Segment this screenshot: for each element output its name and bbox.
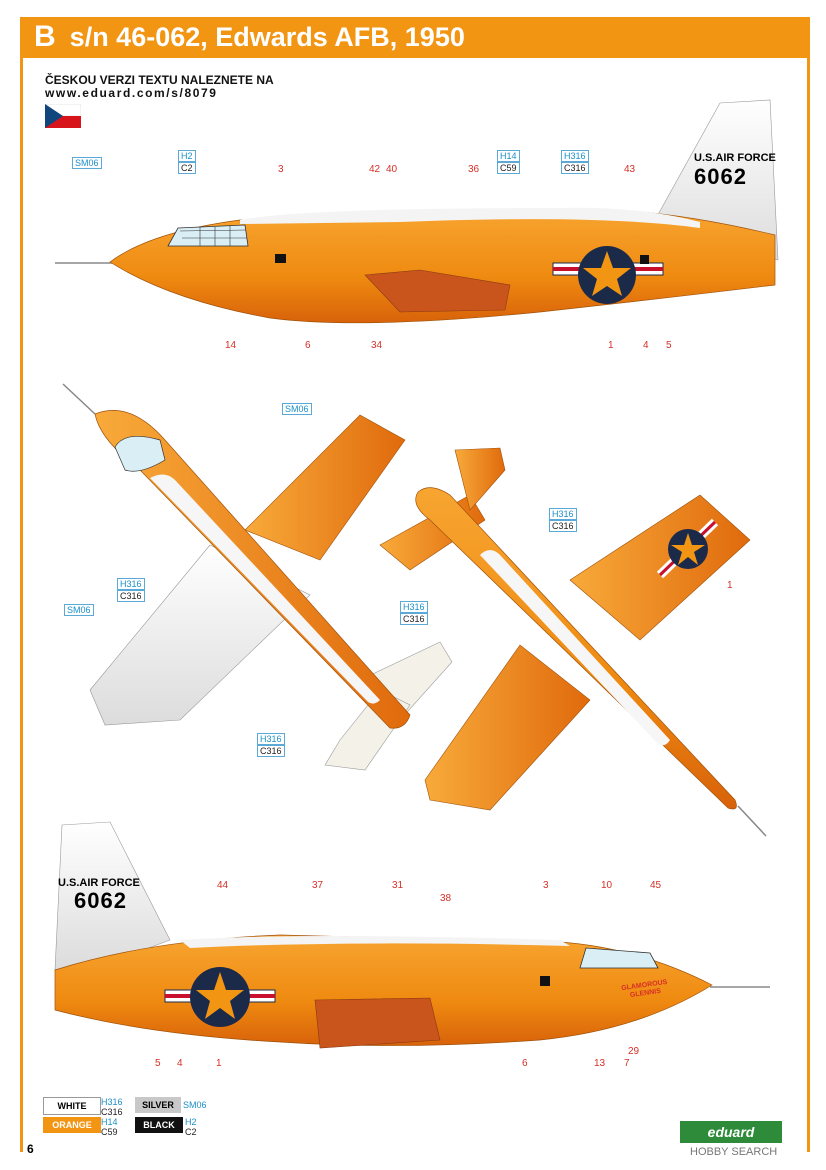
code-c316: C316 bbox=[400, 613, 428, 625]
code-h316: H316 bbox=[561, 150, 589, 162]
frame-right bbox=[807, 58, 810, 1152]
code-c316: C316 bbox=[101, 1107, 123, 1117]
callout-number: 13 bbox=[594, 1058, 606, 1069]
czech-note-line1: ČESKOU VERZI TEXTU NALEZNETE NA bbox=[45, 73, 274, 87]
code-sm06-plan: SM06 bbox=[282, 403, 312, 415]
code-sm06-top: SM06 bbox=[72, 157, 102, 169]
side-view-top bbox=[55, 99, 779, 324]
side-view-bottom bbox=[54, 821, 770, 1049]
profile-title: s/n 46-062, Edwards AFB, 1950 bbox=[69, 22, 465, 52]
code-h316: H316 bbox=[257, 733, 285, 745]
czech-url[interactable]: www.eduard.com/s/8079 bbox=[45, 86, 218, 100]
callout-number: 45 bbox=[650, 880, 662, 891]
frame-left bbox=[20, 58, 23, 1152]
watermark: HOBBY SEARCH bbox=[690, 1146, 778, 1158]
callout-number: 43 bbox=[624, 164, 636, 175]
czech-flag-icon bbox=[45, 104, 81, 128]
legend-orange-codes: H14 C59 bbox=[101, 1117, 118, 1137]
code-h316: H316 bbox=[400, 601, 428, 613]
code-c316: C316 bbox=[561, 162, 589, 174]
callout-number: 29 bbox=[628, 1046, 640, 1057]
callout-number: 10 bbox=[601, 880, 613, 891]
code-h14: H14 bbox=[497, 150, 520, 162]
code-h316: H316 bbox=[549, 508, 577, 520]
callout-number: 1 bbox=[727, 580, 733, 591]
callout-number: 37 bbox=[312, 880, 324, 891]
callout-number: 44 bbox=[217, 880, 229, 891]
callout-number: 4 bbox=[177, 1058, 183, 1069]
code-white-plan-tail: H316 C316 bbox=[400, 601, 428, 625]
callout-number: 5 bbox=[666, 340, 672, 351]
tail-number-top: 6062 bbox=[694, 164, 747, 189]
callout-number: 4 bbox=[643, 340, 649, 351]
legend-orange-swatch: ORANGE bbox=[43, 1117, 101, 1133]
callout-number: 3 bbox=[278, 164, 284, 175]
code-c2: C2 bbox=[178, 162, 196, 174]
code-white-top: H316 C316 bbox=[561, 150, 589, 174]
profile-letter: B bbox=[34, 20, 56, 53]
callout-number: 38 bbox=[440, 893, 452, 904]
code-h316: H316 bbox=[101, 1097, 123, 1107]
code-h2: H2 bbox=[178, 150, 196, 162]
code-white-plan-stab: H316 C316 bbox=[257, 733, 285, 757]
eduard-logo: eduard bbox=[680, 1121, 782, 1143]
legend-silver-swatch: SILVER bbox=[135, 1097, 181, 1113]
tail-text-top: U.S.AIR FORCE bbox=[694, 152, 776, 164]
code-c59: C59 bbox=[101, 1127, 118, 1137]
code-c2: C2 bbox=[185, 1127, 197, 1137]
callout-number: 40 bbox=[386, 164, 398, 175]
code-c316: C316 bbox=[117, 590, 145, 602]
code-c316: C316 bbox=[257, 745, 285, 757]
code-h2: H2 bbox=[185, 1117, 197, 1127]
legend-white-swatch: WHITE bbox=[43, 1097, 101, 1115]
callout-number: 1 bbox=[608, 340, 614, 351]
code-c59: C59 bbox=[497, 162, 520, 174]
code-white-plan-left: H316 C316 bbox=[117, 578, 145, 602]
callout-number: 3 bbox=[543, 880, 549, 891]
code-black-top: H2 C2 bbox=[178, 150, 196, 174]
legend-black-codes: H2 C2 bbox=[185, 1117, 197, 1137]
legend-white-codes: H316 C316 bbox=[101, 1097, 123, 1117]
callout-number: 1 bbox=[216, 1058, 222, 1069]
tail-number-bottom: 6062 bbox=[74, 888, 127, 913]
code-h316: H316 bbox=[117, 578, 145, 590]
callout-number: 34 bbox=[371, 340, 383, 351]
callout-number: 14 bbox=[225, 340, 237, 351]
callout-number: 36 bbox=[468, 164, 480, 175]
legend-silver-code: SM06 bbox=[183, 1100, 207, 1110]
callout-number: 7 bbox=[624, 1058, 630, 1069]
code-orange-top: H14 C59 bbox=[497, 150, 520, 174]
code-sm06-plan-left: SM06 bbox=[64, 604, 94, 616]
plan-view-right bbox=[379, 447, 767, 837]
code-c316: C316 bbox=[549, 520, 577, 532]
callout-number: 6 bbox=[522, 1058, 528, 1069]
code-h14: H14 bbox=[101, 1117, 118, 1127]
callout-number: 6 bbox=[305, 340, 311, 351]
callout-number: 31 bbox=[392, 880, 404, 891]
callout-number: 42 bbox=[369, 164, 381, 175]
callout-number: 5 bbox=[155, 1058, 161, 1069]
plan-view-left bbox=[62, 383, 453, 771]
page-number: 6 bbox=[27, 1142, 34, 1156]
code-white-plan-right: H316 C316 bbox=[549, 508, 577, 532]
legend-black-swatch: BLACK bbox=[135, 1117, 183, 1133]
czech-note: ČESKOU VERZI TEXTU NALEZNETE NA www.edua… bbox=[45, 74, 274, 100]
tail-text-bottom: U.S.AIR FORCE bbox=[58, 877, 140, 889]
